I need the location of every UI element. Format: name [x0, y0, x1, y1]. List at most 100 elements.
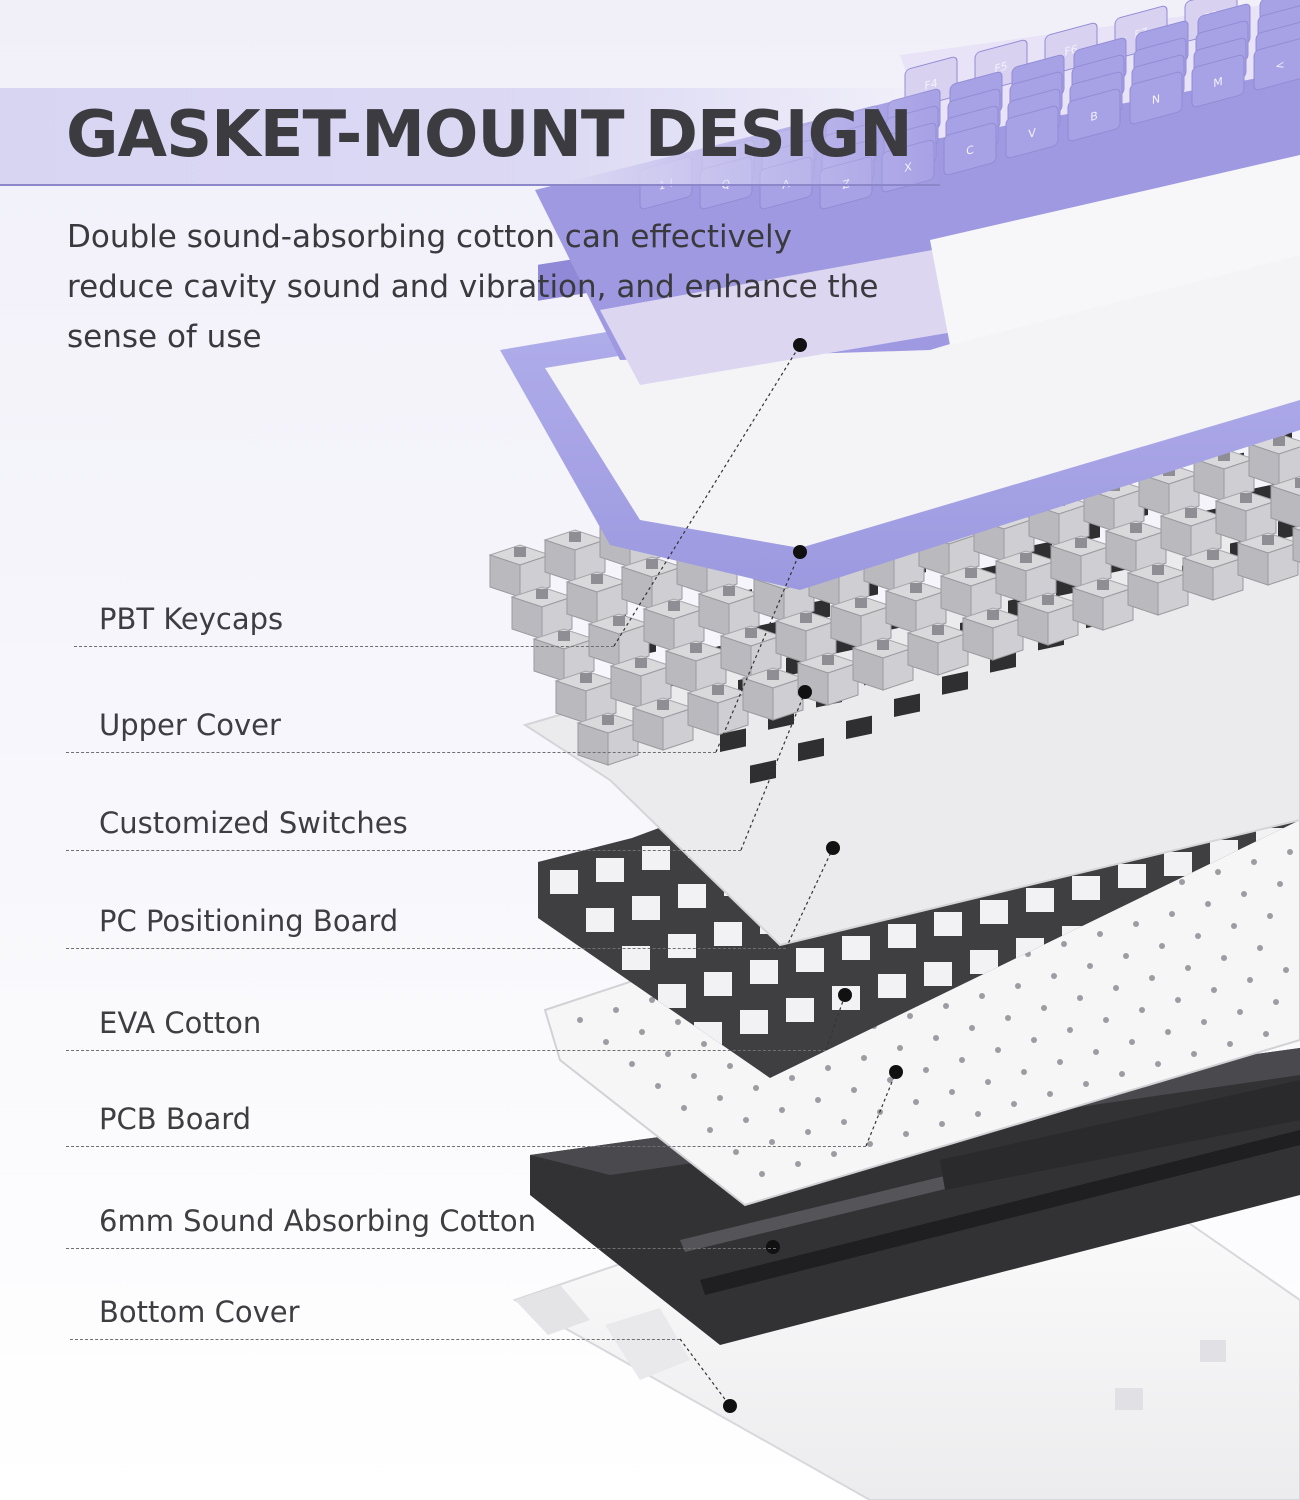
pcb-hole — [1241, 891, 1247, 897]
pcb-hole — [1277, 881, 1283, 887]
eva-cutout — [678, 884, 706, 908]
pcb-hole — [1273, 999, 1279, 1005]
pcb-hole — [1267, 913, 1273, 919]
switch — [1269, 475, 1300, 529]
plate-cutout — [894, 693, 920, 717]
pcb-hole — [1175, 997, 1181, 1003]
pcb-hole — [769, 1139, 775, 1145]
keycap: N — [1129, 71, 1183, 125]
pcb-hole — [1133, 921, 1139, 927]
pcb-hole — [759, 1171, 765, 1177]
pcb-hole — [1011, 1101, 1017, 1107]
pcb-hole — [1103, 1017, 1109, 1023]
layer-label-sound-absorbing-cotton: 6mm Sound Absorbing Cotton — [66, 1184, 776, 1249]
pcb-hole — [831, 1151, 837, 1157]
pcb-hole — [1283, 967, 1289, 973]
pcb-hole — [603, 1039, 609, 1045]
pcb-hole — [907, 1013, 913, 1019]
pcb-hole — [851, 1087, 857, 1093]
keycap: B — [1067, 88, 1121, 142]
pcb-hole — [1093, 1049, 1099, 1055]
pcb-hole — [1257, 945, 1263, 951]
layer-label-text: PC Positioning Board — [99, 904, 399, 938]
layer-label-text: EVA Cotton — [99, 1006, 262, 1040]
eva-cutout — [786, 998, 814, 1022]
pcb-hole — [665, 1051, 671, 1057]
pcb-hole — [969, 1025, 975, 1031]
layer-label-upper-cover: Upper Cover — [66, 688, 716, 753]
pcb-hole — [655, 1083, 661, 1089]
layer-label-text: Upper Cover — [99, 708, 281, 742]
switch — [554, 670, 618, 724]
eva-cutout — [1072, 876, 1100, 900]
pcb-hole — [1231, 923, 1237, 929]
page-subtitle: Double sound-absorbing cotton can effect… — [67, 219, 879, 355]
pcb-hole — [923, 1067, 929, 1073]
eva-cutout — [750, 960, 778, 984]
switch — [631, 697, 695, 751]
switch — [1192, 448, 1256, 502]
switch — [1159, 505, 1223, 559]
eva-cutout — [622, 946, 650, 970]
switch — [1214, 490, 1278, 544]
keycap: M — [1191, 54, 1245, 108]
pcb-hole — [753, 1085, 759, 1091]
switch — [741, 667, 805, 721]
pcb-hole — [1201, 1019, 1207, 1025]
pcb-hole — [939, 1121, 945, 1127]
pcb-hole — [1005, 1015, 1011, 1021]
switch — [939, 565, 1003, 619]
layer-label-text: Bottom Cover — [99, 1295, 300, 1329]
pcb-hole — [979, 993, 985, 999]
pcb-hole — [1263, 1031, 1269, 1037]
switch — [1071, 577, 1135, 631]
eva-cutout — [924, 962, 952, 986]
pcb-hole — [1211, 987, 1217, 993]
pcb-hole — [1077, 995, 1083, 1001]
layer-label-text: Customized Switches — [99, 806, 408, 840]
layer-label-text: PCB Board — [99, 1102, 252, 1136]
switch — [1236, 532, 1300, 586]
pcb-hole — [1129, 1039, 1135, 1045]
pcb-hole — [1047, 1091, 1053, 1097]
pcb-hole — [943, 1003, 949, 1009]
switch — [1104, 520, 1168, 574]
pcb-hole — [1139, 1007, 1145, 1013]
keycap-legend: F5 — [994, 59, 1007, 75]
title-band — [0, 88, 940, 186]
pcb-hole — [825, 1065, 831, 1071]
pcb-hole — [577, 1017, 583, 1023]
keycap-legend: < — [1275, 58, 1284, 73]
eva-cutout — [888, 924, 916, 948]
switch — [961, 607, 1025, 661]
pcb-hole — [691, 1073, 697, 1079]
pcb-hole — [841, 1119, 847, 1125]
pcb-hole — [1247, 977, 1253, 983]
pcb-hole — [1221, 955, 1227, 961]
pcb-hole — [1159, 943, 1165, 949]
eva-cutout — [586, 908, 614, 932]
pcb-hole — [815, 1097, 821, 1103]
eva-cutout — [1164, 852, 1192, 876]
switch — [576, 712, 640, 766]
switch — [510, 586, 574, 640]
pcb-hole — [1123, 953, 1129, 959]
eva-cutout — [842, 936, 870, 960]
pcb-hole — [1021, 1069, 1027, 1075]
pcb-hole — [805, 1129, 811, 1135]
pcb-hole — [1191, 1051, 1197, 1057]
keycap-legend: N — [1152, 92, 1160, 107]
pcb-hole — [949, 1089, 955, 1095]
pcb-hole — [959, 1057, 965, 1063]
switch — [532, 628, 596, 682]
pcb-hole — [933, 1035, 939, 1041]
switch — [1181, 547, 1245, 601]
layer-label-pc-positioning-board: PC Positioning Board — [66, 884, 786, 949]
eva-cutout — [1118, 864, 1146, 888]
pcb-hole — [629, 1061, 635, 1067]
pcb-hole — [1149, 975, 1155, 981]
plate-cutout — [942, 671, 968, 695]
switch — [994, 550, 1058, 604]
pcb-hole — [789, 1075, 795, 1081]
pcb-hole — [1087, 963, 1093, 969]
